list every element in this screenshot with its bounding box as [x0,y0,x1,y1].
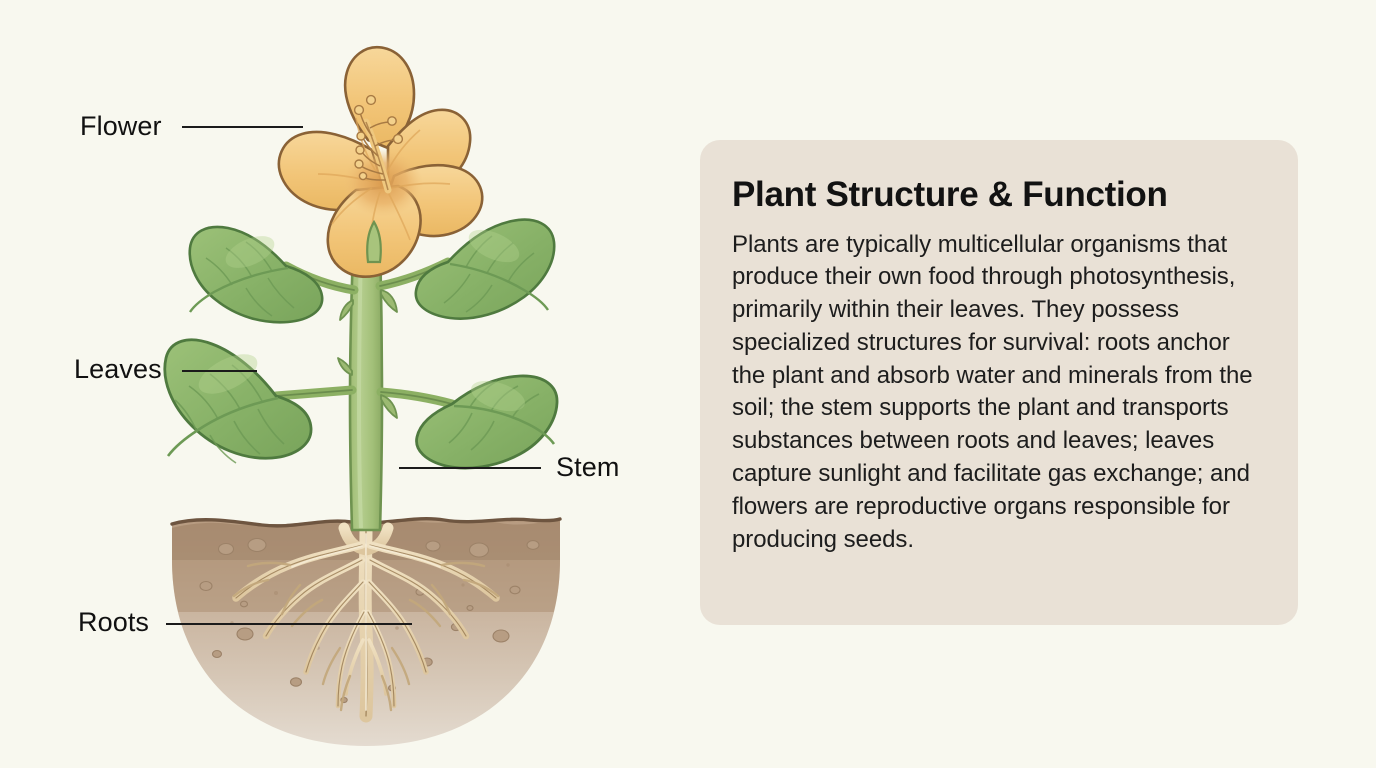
stem-nodes [337,289,398,419]
flower [277,45,484,278]
leaves [163,218,559,470]
callout-label-leaves: Leaves [74,354,162,384]
info-panel-title: Plant Structure & Function [732,175,1168,214]
info-panel: Plant Structure & Function Plants are ty… [700,140,1298,625]
leader-line-stem [399,467,541,469]
leader-line-leaves [182,370,257,372]
flower-receptacle [366,219,382,264]
leaf-upper-right [414,218,556,320]
rootlets [232,561,500,712]
stem [271,203,457,532]
leaf-lower-left [163,338,313,464]
soil-pebbles [199,523,540,704]
root-system [232,521,500,723]
root-highlights [291,533,441,711]
callout-label-roots: Roots [78,607,150,637]
leader-line-flower [182,126,303,128]
soil-surface-line [170,516,562,528]
stamen-anthers [353,94,404,181]
info-panel-body: Plants are typically multicellular organ… [732,230,1253,553]
leaf-upper-left [188,225,324,324]
flower-stamen [353,94,404,194]
callout-label-stem: Stem [556,452,620,482]
petal-top-left [343,45,416,150]
leaf-lower-right [415,374,559,470]
plant-illustration [163,45,562,746]
leader-line-roots [166,623,412,625]
callout-label-flower: Flower [80,111,162,141]
